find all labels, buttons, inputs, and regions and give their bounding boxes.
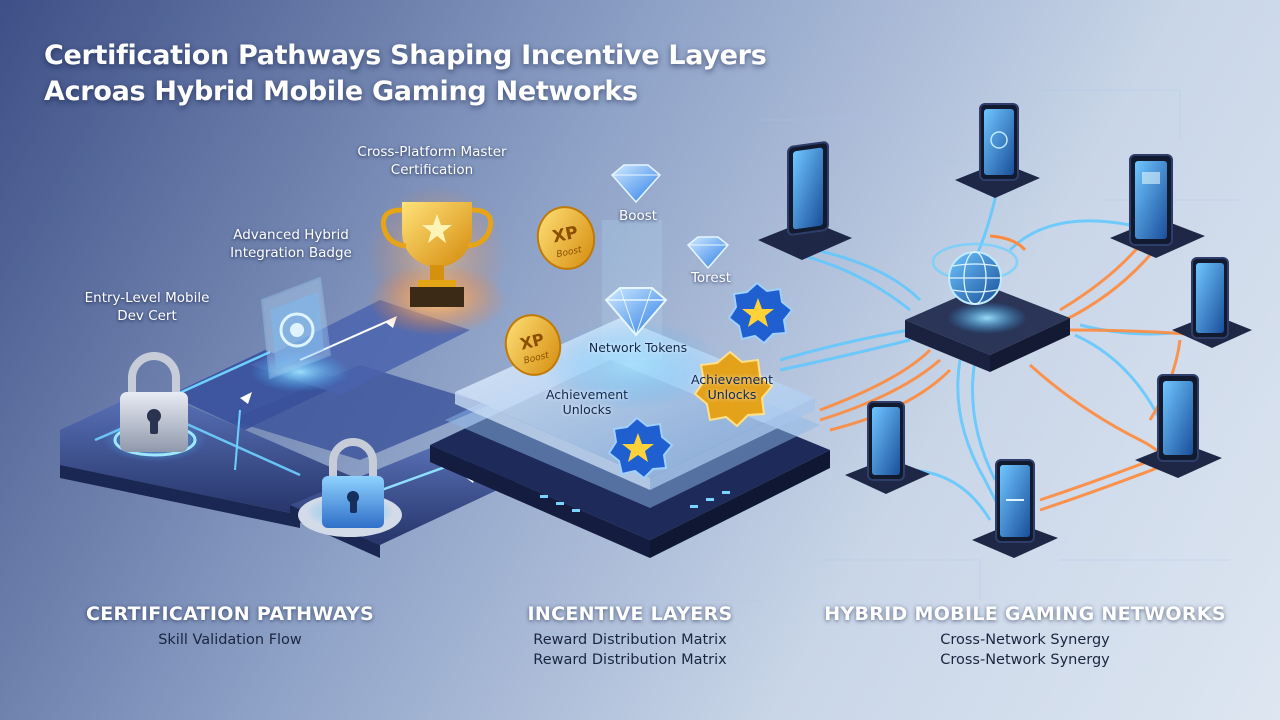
page-title: Certification Pathways Shaping Incentive… — [44, 38, 804, 110]
phone-icon — [1172, 257, 1252, 348]
title-line-2: Acroas Hybrid Mobile Gaming Networks — [44, 76, 638, 107]
phone-icon — [1135, 374, 1222, 478]
trophy-icon — [367, 185, 507, 325]
label-entry-cert: Entry-Level Mobile Dev Cert — [84, 290, 210, 324]
label-advanced-badge: Advanced Hybrid Integration Badge — [230, 227, 352, 261]
xp-coin-icon: XP Boost — [536, 206, 596, 270]
section-heading-certification: CERTIFICATION PATHWAYS — [86, 603, 374, 625]
section-sub-network-2: Cross-Network Synergy — [940, 652, 1110, 668]
section-sub-network-1: Cross-Network Synergy — [940, 632, 1110, 648]
label-boost: Boost — [618, 208, 658, 224]
section-heading-incentive: INCENTIVE LAYERS — [527, 603, 733, 625]
label-achievement-unlocks-left: Achievement Unlocks — [545, 387, 629, 417]
diamond-icon — [686, 236, 730, 270]
section-heading-network: HYBRID MOBILE GAMING NETWORKS — [824, 603, 1226, 625]
phone-icon — [955, 103, 1040, 198]
phone-icon — [758, 141, 852, 260]
section-sub-incentive-2: Reward Distribution Matrix — [533, 652, 727, 668]
diamond-icon — [610, 164, 662, 204]
section-sub-certification: Skill Validation Flow — [158, 632, 302, 648]
chip-badge-icon — [260, 276, 332, 380]
label-torest: Torest — [690, 270, 732, 286]
section-sub-incentive-1: Reward Distribution Matrix — [533, 632, 727, 648]
diamond-icon — [604, 287, 668, 337]
label-network-tokens: Network Tokens — [588, 340, 688, 355]
padlock-icon — [322, 438, 384, 528]
phone-icon — [845, 401, 930, 494]
globe-icon — [948, 251, 1002, 305]
phone-icon — [972, 459, 1058, 558]
network-hub — [905, 234, 1070, 372]
background-circuits — [639, 89, 1240, 601]
star-badge-icon — [693, 350, 774, 428]
phone-icon — [1110, 154, 1205, 258]
label-achievement-unlocks-right: Achievement Unlocks — [690, 372, 774, 402]
label-master-cert: Cross-Platform Master Certification — [357, 144, 507, 178]
title-line-1: Certification Pathways Shaping Incentive… — [44, 40, 767, 71]
star-badge-icon — [607, 416, 674, 480]
star-badge-icon — [727, 281, 794, 345]
padlock-icon — [120, 352, 188, 452]
xp-coin-icon: XP Boost — [504, 314, 562, 376]
